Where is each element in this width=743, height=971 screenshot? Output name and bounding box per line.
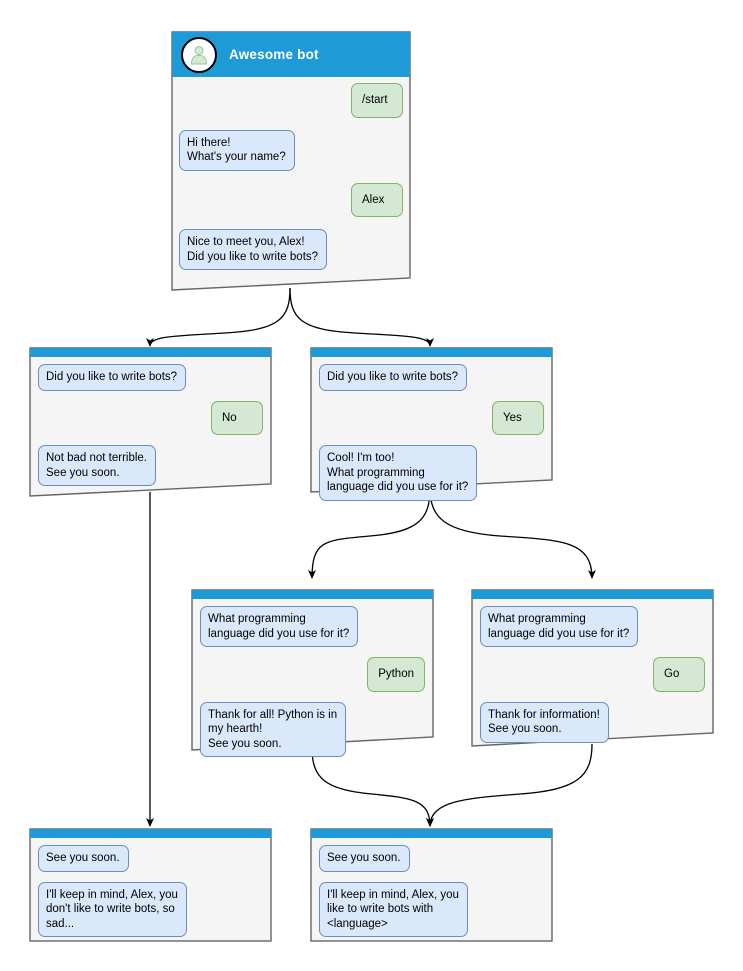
- message-row: Hi there! What's your name?: [179, 129, 403, 171]
- bot-message-bubble: I'll keep in mind, Alex, you like to wri…: [319, 881, 468, 937]
- message-row: What programming language did you use fo…: [480, 606, 705, 647]
- bot-message-bubble: Cool! I'm too! What programming language…: [319, 445, 478, 501]
- edge-python-to-end-happy: [311, 747, 434, 827]
- message-list-lang-python: What programming language did you use fo…: [191, 598, 434, 757]
- user-message-bubble: Go: [653, 657, 705, 692]
- user-message-bubble: /start: [351, 83, 403, 118]
- bot-message-bubble: What programming language did you use fo…: [480, 606, 639, 647]
- message-list-lang-go: What programming language did you use fo…: [471, 598, 714, 747]
- bot-name-label: Awesome bot: [229, 47, 319, 62]
- message-row: Cool! I'm too! What programming language…: [319, 445, 544, 501]
- message-list-answer-yes: Did you like to write bots? Yes Cool! I'…: [310, 356, 553, 501]
- chat-header-start: Awesome bot: [172, 32, 410, 77]
- bot-message-bubble: Nice to meet you, Alex! Did you like to …: [179, 229, 328, 270]
- bot-message-bubble: Thank for information! See you soon.: [480, 701, 609, 743]
- node-end-happy[interactable]: See you soon. I'll keep in mind, Alex, y…: [310, 828, 553, 942]
- node-end-sad[interactable]: See you soon. I'll keep in mind, Alex, y…: [29, 828, 272, 942]
- edge-yes-to-python: [308, 487, 431, 579]
- node-answer-yes[interactable]: Did you like to write bots? Yes Cool! I'…: [310, 347, 553, 501]
- bot-message-bubble: See you soon.: [319, 845, 410, 872]
- person-icon: [190, 45, 208, 64]
- node-start[interactable]: Awesome bot /start Hi there! What's your…: [170, 30, 412, 292]
- bot-message-bubble: Hi there! What's your name?: [179, 129, 295, 171]
- user-message-bubble: Yes: [492, 400, 544, 435]
- message-list-end-happy: See you soon. I'll keep in mind, Alex, y…: [310, 837, 553, 942]
- message-row: No: [38, 400, 263, 435]
- message-row: Thank for information! See you soon.: [480, 701, 705, 743]
- message-row: Go: [480, 657, 705, 692]
- user-message-bubble: Python: [367, 657, 425, 692]
- node-answer-no[interactable]: Did you like to write bots? No Not bad n…: [29, 347, 272, 497]
- edge-yes-to-go: [429, 487, 596, 579]
- message-row: Did you like to write bots?: [38, 364, 263, 391]
- bot-message-bubble: See you soon.: [38, 845, 129, 872]
- message-row: Python: [200, 657, 425, 692]
- message-row: See you soon.: [38, 845, 263, 872]
- avatar: [181, 36, 217, 73]
- message-row: Not bad not terrible. See you soon.: [38, 445, 263, 486]
- edge-start-to-yes: [289, 287, 434, 347]
- message-row: See you soon.: [319, 845, 544, 872]
- edge-go-to-end-happy: [426, 743, 593, 827]
- message-row: Yes: [319, 400, 544, 435]
- message-list-start: /start Hi there! What's your name? Alex …: [170, 75, 412, 292]
- message-row: I'll keep in mind, Alex, you don't like …: [38, 881, 263, 937]
- message-row: Alex: [179, 182, 403, 217]
- bot-message-bubble: Thank for all! Python is in my hearth! S…: [200, 701, 347, 757]
- message-row: Nice to meet you, Alex! Did you like to …: [179, 229, 403, 270]
- bot-message-bubble: Did you like to write bots?: [319, 364, 468, 391]
- message-list-answer-no: Did you like to write bots? No Not bad n…: [29, 356, 272, 497]
- message-row: /start: [179, 83, 403, 118]
- bot-message-bubble: Not bad not terrible. See you soon.: [38, 445, 157, 486]
- bot-message-bubble: What programming language did you use fo…: [200, 606, 359, 647]
- bot-message-bubble: Did you like to write bots?: [38, 364, 187, 391]
- message-row: Did you like to write bots?: [319, 364, 544, 391]
- message-row: I'll keep in mind, Alex, you like to wri…: [319, 881, 544, 937]
- user-message-bubble: Alex: [351, 182, 403, 217]
- node-lang-go[interactable]: What programming language did you use fo…: [471, 589, 714, 747]
- message-row: What programming language did you use fo…: [200, 606, 425, 647]
- message-list-end-sad: See you soon. I'll keep in mind, Alex, y…: [29, 837, 272, 942]
- bot-message-bubble: I'll keep in mind, Alex, you don't like …: [38, 881, 187, 937]
- node-lang-python[interactable]: What programming language did you use fo…: [191, 589, 434, 757]
- message-row: Thank for all! Python is in my hearth! S…: [200, 701, 425, 757]
- edge-start-to-no: [146, 287, 291, 347]
- user-message-bubble: No: [211, 400, 263, 435]
